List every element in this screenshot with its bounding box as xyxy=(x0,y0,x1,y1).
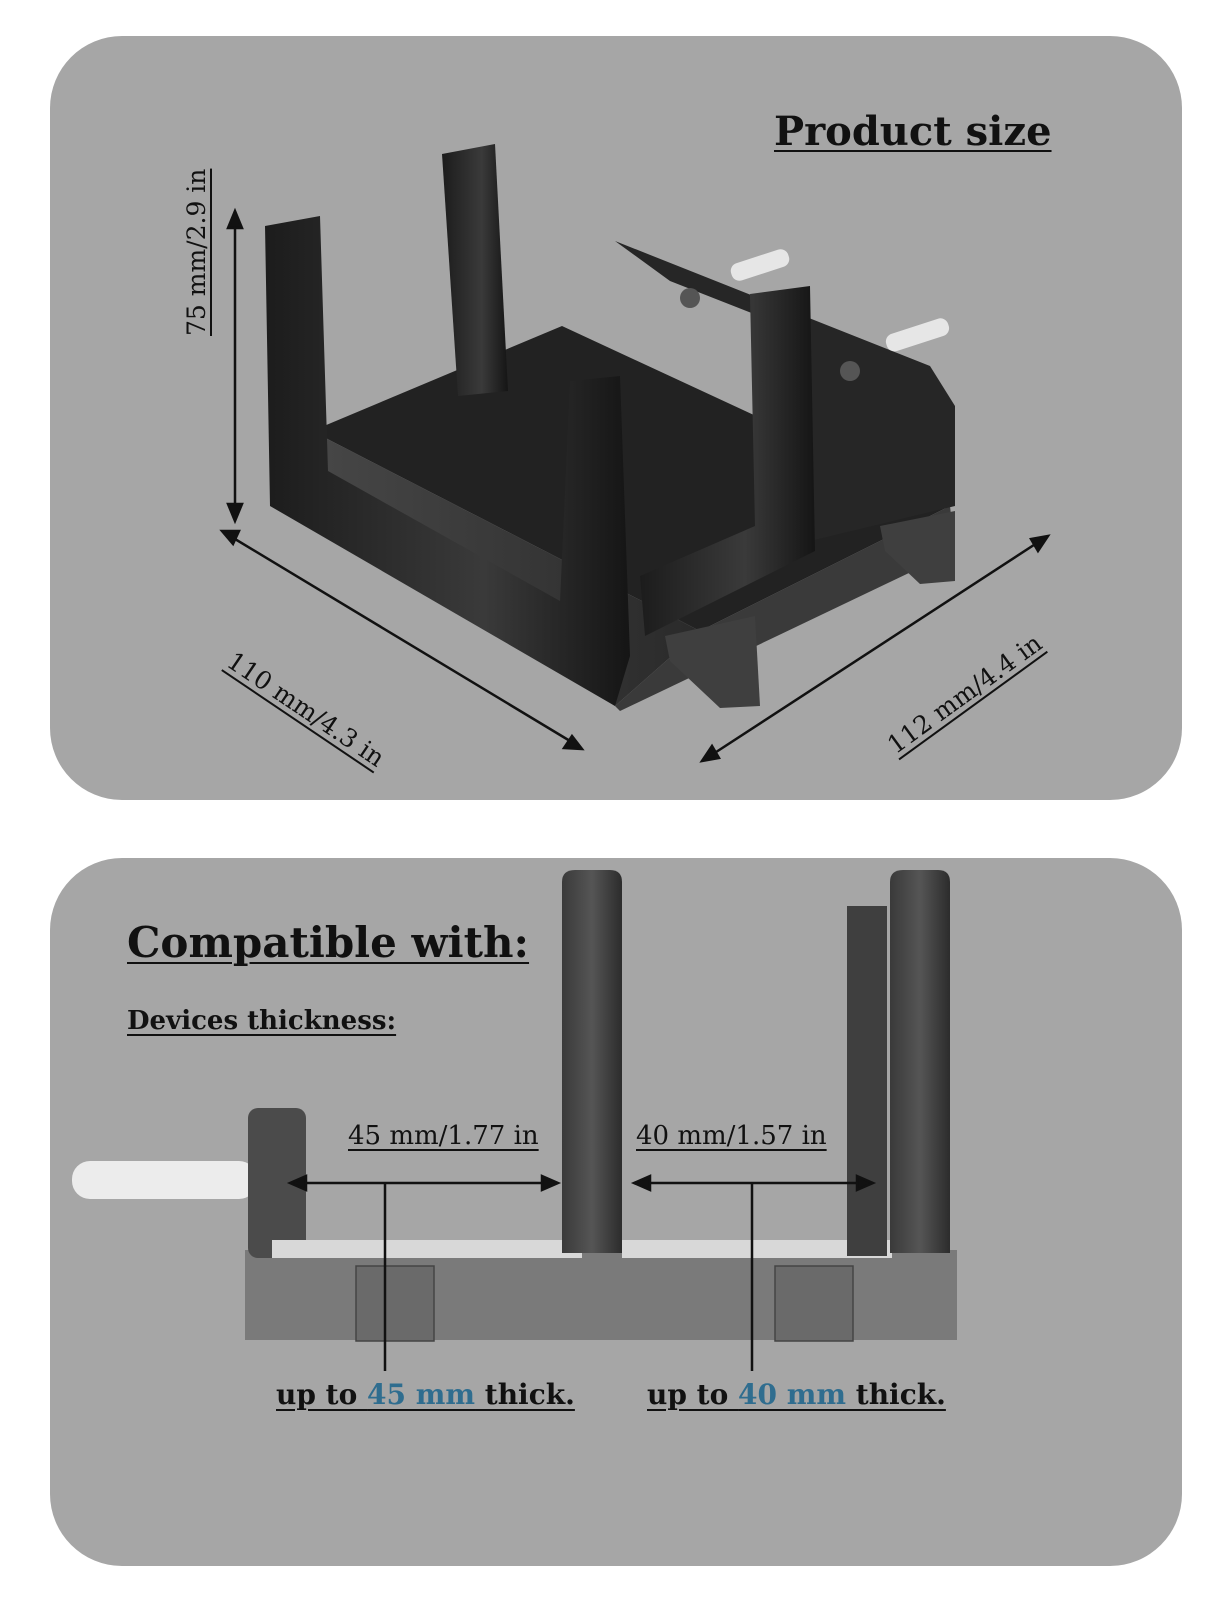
caption-suffix: thick. xyxy=(475,1378,575,1411)
left-slot-width-label: 45 mm/1.77 in xyxy=(348,1121,539,1151)
left-slot-wall xyxy=(265,216,630,706)
wall-anchor-icon xyxy=(730,249,790,281)
compatible-title: Compatible with: xyxy=(127,918,530,967)
rear-post xyxy=(442,144,508,396)
holder-side-illustration xyxy=(72,870,957,1371)
wall-anchor-icon xyxy=(72,1161,257,1199)
wall-bracket xyxy=(615,241,955,541)
wall-plate xyxy=(248,1108,306,1258)
caption-prefix: up to xyxy=(647,1378,739,1411)
width-dimension-arrow xyxy=(709,539,1041,758)
devices-thickness-subtitle: Devices thickness: xyxy=(127,1006,397,1036)
center-divider-post xyxy=(562,870,622,1253)
product-size-title: Product size xyxy=(774,108,1052,155)
compatibility-panel: Compatible with: Devices thickness: 45 m… xyxy=(50,858,1182,1566)
caption-prefix: up to xyxy=(276,1378,368,1411)
height-label: 75 mm/2.9 in xyxy=(182,168,211,336)
screw-icon xyxy=(680,288,700,308)
screw-icon xyxy=(840,361,860,381)
left-slot-caption: up to 45 mm thick. xyxy=(276,1378,575,1411)
right-slot-wall xyxy=(640,286,815,636)
caption-value: 45 mm xyxy=(367,1378,476,1411)
holder-3d-illustration xyxy=(219,144,1051,763)
right-wall-post xyxy=(890,870,950,1253)
right-slot-width-label: 40 mm/1.57 in xyxy=(636,1121,827,1151)
caption-suffix: thick. xyxy=(846,1378,946,1411)
product-size-panel: Product size 75 mm/2.9 in 110 mm/4.3 in … xyxy=(50,36,1182,800)
right-slot-caption: up to 40 mm thick. xyxy=(647,1378,946,1411)
wall-anchor-icon xyxy=(885,318,950,352)
depth-dimension-arrow xyxy=(229,534,576,746)
caption-value: 40 mm xyxy=(738,1378,847,1411)
